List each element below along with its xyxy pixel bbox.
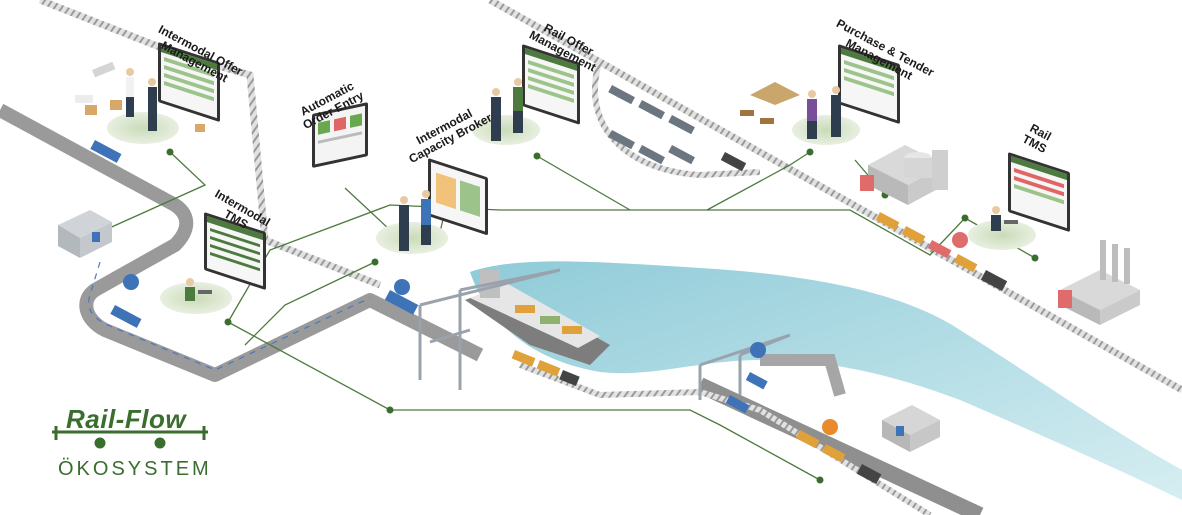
rail-track-yard xyxy=(592,59,761,179)
rail-track-top-left xyxy=(38,0,382,289)
containers-left xyxy=(75,61,205,132)
people-purchase-tender xyxy=(807,86,841,139)
brand-title: Rail-Flow xyxy=(66,404,187,434)
brand-subtitle: ÖKOSYSTEM xyxy=(58,458,212,480)
rail-track-top-right xyxy=(488,0,1182,394)
monitor-rail-offer xyxy=(522,44,580,125)
people-capacity-broker xyxy=(399,190,431,251)
monitor-intermodal-tms xyxy=(204,212,266,290)
monitor-capacity-broker xyxy=(428,158,488,235)
location-pins xyxy=(123,232,968,435)
warehouse-left xyxy=(58,210,112,258)
monitor-rail-tms xyxy=(1008,152,1070,232)
cargo-ship xyxy=(465,270,610,365)
monitor-purchase-tender xyxy=(838,44,900,124)
people-intermodal-offer xyxy=(126,68,157,131)
road-terminal xyxy=(760,354,846,397)
people-rail-offer xyxy=(491,78,523,141)
crane-inland xyxy=(698,333,791,400)
train-yard xyxy=(608,85,747,172)
crane-harbour xyxy=(418,268,561,390)
monitor-intermodal-offer xyxy=(158,42,220,122)
train-harbour xyxy=(511,350,580,387)
train-lower xyxy=(725,394,882,485)
factory-bottom-right xyxy=(1058,240,1140,325)
train-top-right xyxy=(875,211,1008,291)
person-intermodal-tms xyxy=(185,278,212,301)
warehouse-bottom-right xyxy=(882,405,940,452)
rail-flow-logo-mark xyxy=(52,426,208,449)
bulk-goods xyxy=(740,82,800,124)
road-main xyxy=(0,103,484,382)
river-water xyxy=(470,261,1182,500)
road-main-lane xyxy=(88,261,371,371)
network-nodes xyxy=(166,148,1039,484)
trucks xyxy=(90,140,768,390)
person-rail-tms xyxy=(991,206,1018,231)
factory-top-right xyxy=(860,145,948,205)
monitor-automatic-order xyxy=(312,102,368,168)
rail-track-harbour xyxy=(518,362,932,515)
